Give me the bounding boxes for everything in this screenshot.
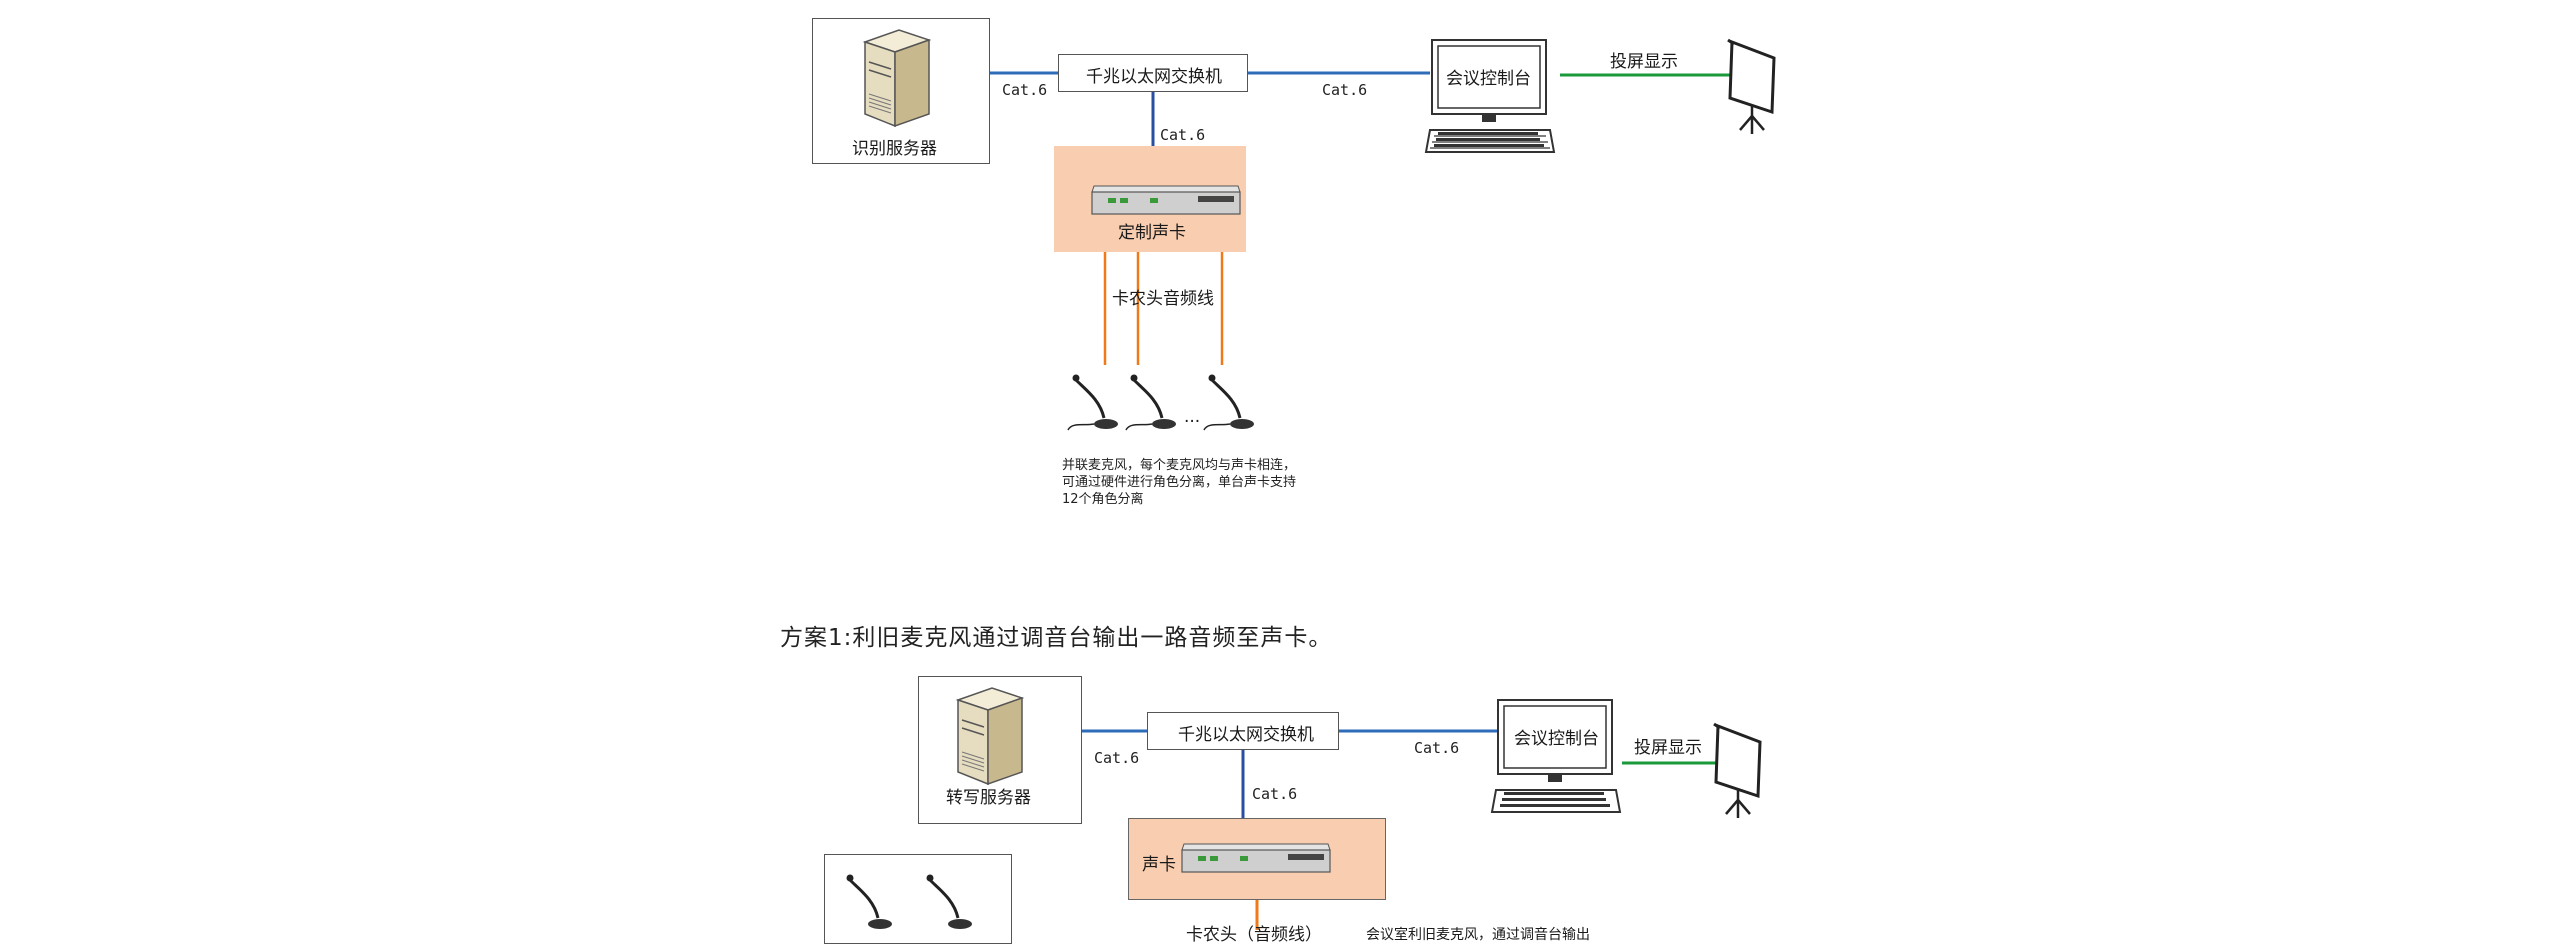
- soundcard-device-icon: [1091, 185, 1241, 215]
- d1-switch-label: 千兆以太网交换机: [1086, 67, 1222, 87]
- d2-soundcard-label: 声卡: [1142, 855, 1176, 875]
- projector-screen-icon: [1713, 722, 1762, 818]
- d1-console-label: 会议控制台: [1446, 69, 1531, 89]
- soundcard-device-icon: [1181, 843, 1331, 873]
- server-icon: [862, 29, 932, 128]
- d1-cable-right-label: Cat.6: [1322, 81, 1368, 99]
- d1-cable-left-label: Cat.6: [1002, 81, 1048, 99]
- microphone-icon: [926, 874, 972, 929]
- computer-icon: [1490, 699, 1622, 813]
- d1-projection-label: 投屏显示: [1610, 52, 1678, 72]
- projector-screen-icon: [1727, 38, 1776, 134]
- d1-soundcard-label: 定制声卡: [1118, 223, 1186, 243]
- d2-projection-label: 投屏显示: [1634, 738, 1702, 758]
- d2-cable-right-label: Cat.6: [1414, 739, 1460, 757]
- d2-audio-line-label: 卡农头（音频线）: [1186, 925, 1322, 945]
- d2-note-partial: 会议室利旧麦克风，通过调音台输出: [1366, 927, 1590, 943]
- d2-cable-left-label: Cat.6: [1094, 749, 1140, 767]
- computer-icon: [1424, 39, 1556, 153]
- server-icon: [955, 687, 1025, 786]
- d2-switch-label: 千兆以太网交换机: [1178, 725, 1314, 745]
- d1-cable-down-label: Cat.6: [1160, 126, 1206, 144]
- d2-server-label: 转写服务器: [946, 788, 1031, 808]
- d1-audio-line-label: 卡农头音频线: [1112, 289, 1214, 309]
- microphone-icon: [1203, 374, 1254, 431]
- microphone-icon: [846, 874, 892, 929]
- d2-cable-down-label: Cat.6: [1252, 785, 1298, 803]
- scheme1-heading: 方案1:利旧麦克风通过调音台输出一路音频至声卡。: [780, 625, 1333, 651]
- microphone-icon: [1125, 374, 1176, 431]
- d2-switch-box: [1147, 712, 1339, 750]
- d1-server-label: 识别服务器: [852, 139, 937, 159]
- d1-note: 并联麦克风，每个麦克风均与声卡相连，可通过硬件进行角色分离，单台声卡支持12个角…: [1062, 458, 1297, 507]
- microphone-icon: [1067, 374, 1118, 431]
- d2-console-label: 会议控制台: [1514, 729, 1599, 749]
- d1-switch-box: [1058, 54, 1248, 92]
- d1-mic-ellipsis: ···: [1184, 412, 1201, 432]
